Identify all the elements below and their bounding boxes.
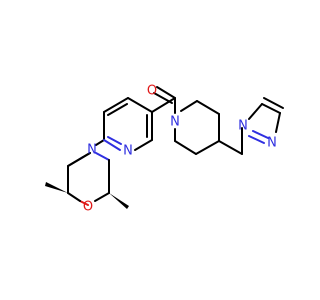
atom-morpholine-nitrogen: N: [87, 143, 97, 158]
pyridine-ring: [103, 97, 153, 151]
bond-pz-3: [275, 112, 281, 133]
bond-pip-2: [196, 100, 220, 115]
bond-py-6b: [107, 136, 122, 145]
atom-piperidine-nitrogen: N: [170, 115, 180, 130]
molecule-structure: O N N O N N N: [45, 84, 284, 215]
bond-extra: [67, 152, 91, 167]
bond-mor-o-c2-b: [67, 192, 81, 202]
bond-py-5: [134, 139, 153, 151]
atom-carbonyl-oxygen: O: [147, 84, 157, 99]
bond-py-2b: [107, 103, 128, 116]
bond-pz-4b: [252, 130, 269, 139]
bond-pip-1: [180, 100, 198, 112]
bond-pz-2: [261, 103, 281, 114]
bond-mor-c6-o: [94, 192, 110, 202]
bond-py-6: [103, 139, 121, 151]
bond-carbonyl-c: [151, 97, 176, 113]
carbonyl-group: [151, 86, 176, 114]
atom-pyridine-nitrogen: N: [123, 144, 133, 159]
bond-py-3: [127, 97, 153, 113]
bond-ch2-1: [218, 140, 243, 155]
methyl-wedge-right: [109, 193, 129, 209]
bond-co-2: [153, 92, 173, 104]
morpholine-ring: [45, 152, 129, 209]
piperidine-ring: [174, 100, 220, 155]
pyrazole-ring: [248, 97, 284, 144]
methyl-wedge-left: [45, 182, 68, 193]
bond-mor-n-c5: [95, 152, 110, 161]
bond-py-2: [103, 97, 129, 113]
bond-co-1: [156, 86, 176, 99]
atom-pyrazole-nitrogen-2: N: [267, 136, 277, 151]
bond-pip-5: [174, 140, 197, 155]
bond-pip-4: [195, 140, 220, 155]
bond-pz-1: [248, 103, 263, 120]
bond-pz-4: [248, 135, 265, 144]
bond-mor-o-c2-a: [79, 200, 89, 206]
bond-n-pyridine-link: [95, 139, 105, 146]
atom-morpholine-oxygen: O: [83, 200, 93, 215]
atom-pyrazole-nitrogen-1: N: [238, 119, 248, 134]
bond-pz-2b: [263, 97, 284, 109]
